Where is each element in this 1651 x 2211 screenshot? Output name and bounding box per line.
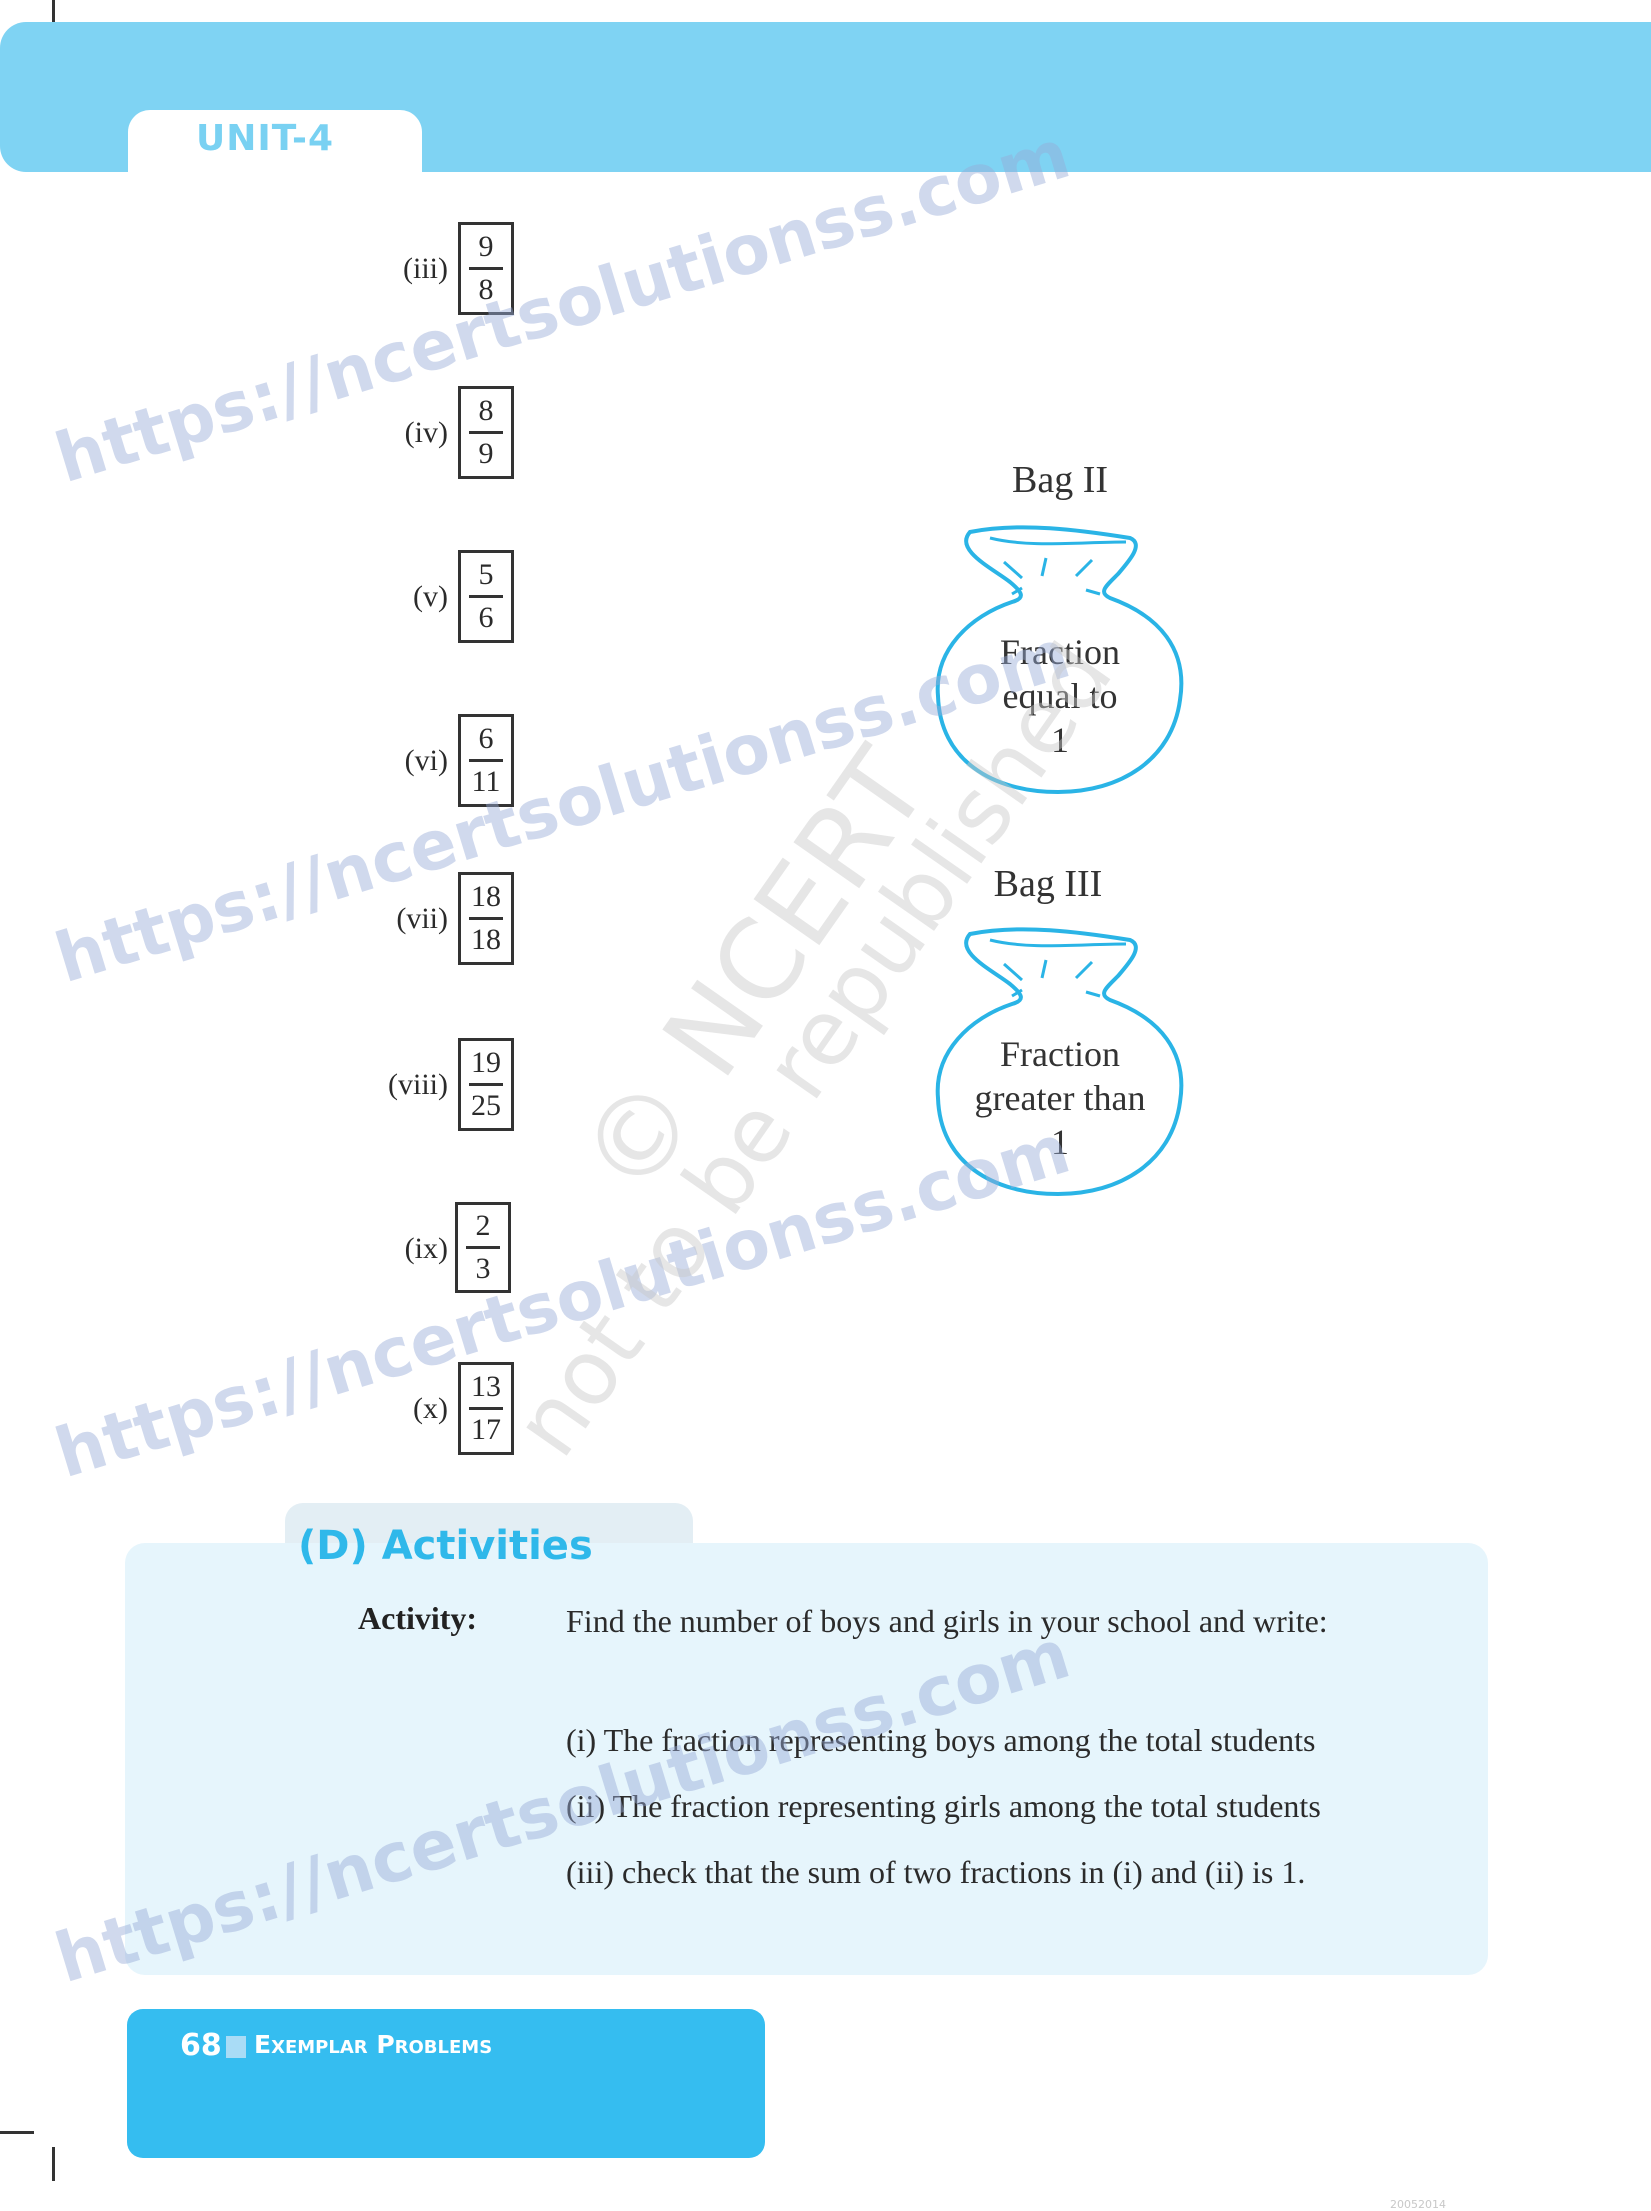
fraction-label: (iv) <box>404 416 448 449</box>
numerator: 8 <box>478 394 494 427</box>
numerator: 19 <box>471 1046 501 1079</box>
denominator: 18 <box>471 923 501 956</box>
bag-label-line: Fraction <box>1000 632 1120 672</box>
fraction-bar <box>469 1083 503 1086</box>
fraction-label: (x) <box>413 1392 448 1425</box>
print-stamp: 20052014 <box>1390 2198 1446 2211</box>
bag-label-line: 1 <box>1051 720 1069 760</box>
page-number: 68 <box>180 2028 222 2063</box>
bag-icon <box>935 927 1184 1197</box>
unit-tab <box>128 110 422 176</box>
numerator: 9 <box>478 230 494 263</box>
denominator: 11 <box>471 765 501 798</box>
crop-mark <box>0 2131 34 2134</box>
fraction-label: (v) <box>413 580 448 613</box>
fraction-box: 8 9 <box>458 386 514 479</box>
fraction-label: (viii) <box>388 1068 448 1101</box>
numerator: 18 <box>471 880 501 913</box>
fraction-box: 18 18 <box>458 872 514 965</box>
footer-title: Exemplar Problems <box>254 2030 493 2059</box>
activities-heading: (D) Activities <box>298 1523 593 1569</box>
denominator: 25 <box>471 1089 501 1122</box>
fraction-item: (v) 5 6 <box>0 550 600 650</box>
denominator: 6 <box>478 601 494 634</box>
fraction-item: (vii) 18 18 <box>0 872 600 972</box>
fraction-bar <box>469 267 503 270</box>
fraction-item: (iv) 8 9 <box>0 386 600 486</box>
fraction-box: 9 8 <box>458 222 514 315</box>
footer-square-icon <box>226 2036 246 2058</box>
fraction-item: (vi) 6 11 <box>0 714 600 814</box>
activity-intro: Find the number of boys and girls in you… <box>566 1603 1328 1639</box>
fraction-item: (viii) 19 25 <box>0 1038 600 1138</box>
fraction-label: (ix) <box>404 1232 448 1265</box>
fraction-bar <box>469 1407 503 1410</box>
bag-label-line: equal to <box>1002 676 1118 716</box>
activity-item: (iii) check that the sum of two fraction… <box>566 1854 1306 1890</box>
bag-label-line: Fraction <box>1000 1034 1120 1074</box>
bag-illustration: Fraction equal to 1 <box>930 520 1190 800</box>
activities-box <box>125 1543 1488 1975</box>
fraction-item: (x) 13 17 <box>0 1362 600 1462</box>
activity-item: (ii) The fraction representing girls amo… <box>566 1788 1321 1824</box>
numerator: 2 <box>475 1209 491 1242</box>
numerator: 13 <box>471 1370 501 1403</box>
bag-title: Bag III <box>993 863 1103 905</box>
numerator: 6 <box>478 722 494 755</box>
bag-label-line: greater than <box>974 1078 1146 1118</box>
fraction-box: 13 17 <box>458 1362 514 1455</box>
fraction-bar <box>469 595 503 598</box>
ncert-watermark: © NCERT <box>555 727 953 1218</box>
fraction-label: (vii) <box>396 902 448 935</box>
denominator: 8 <box>478 273 494 306</box>
fraction-item: (ix) 2 3 <box>0 1202 600 1302</box>
denominator: 3 <box>475 1252 491 1285</box>
denominator: 17 <box>471 1413 501 1446</box>
bag-title: Bag II <box>1011 459 1109 501</box>
numerator: 5 <box>478 558 494 591</box>
fraction-label: (iii) <box>403 252 448 285</box>
unit-label: UNIT-4 <box>196 118 335 159</box>
fraction-box: 5 6 <box>458 550 514 643</box>
bag-icon <box>935 525 1184 795</box>
denominator: 9 <box>478 437 494 470</box>
crop-mark <box>52 2147 55 2181</box>
footer-band <box>127 2009 765 2158</box>
fraction-box: 19 25 <box>458 1038 514 1131</box>
fraction-box: 2 3 <box>455 1202 511 1293</box>
fraction-bar <box>469 431 503 434</box>
fraction-label: (vi) <box>404 744 448 777</box>
fraction-bar <box>469 759 503 762</box>
fraction-box: 6 11 <box>458 714 514 807</box>
bag-illustration: Fraction greater than 1 <box>930 922 1190 1202</box>
fraction-item: (iii) 9 8 <box>0 222 600 322</box>
activity-item: (i) The fraction representing boys among… <box>566 1722 1316 1758</box>
activity-label: Activity: <box>358 1600 478 1636</box>
fraction-bar <box>469 917 503 920</box>
fraction-bar <box>466 1246 500 1249</box>
bag-label-line: 1 <box>1051 1122 1069 1162</box>
crop-mark <box>52 0 55 36</box>
